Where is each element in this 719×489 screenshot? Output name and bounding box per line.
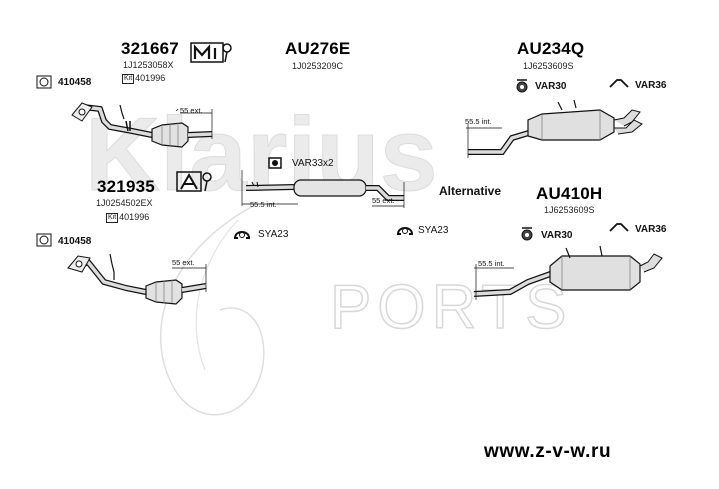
dimension-label: 55 ext.	[180, 106, 203, 115]
mi-logo-icon	[190, 42, 232, 63]
rear-silencer-2	[473, 245, 663, 300]
watermark-brand: Klarius	[85, 97, 438, 213]
gasket-icon	[36, 75, 52, 89]
website-url: www.z-v-w.ru	[484, 441, 612, 462]
gasket-icon	[36, 233, 52, 247]
rubber-mount-label: VAR30	[541, 230, 573, 241]
gasket-label: 410458	[58, 236, 92, 247]
clamp-fitting-icon	[268, 157, 282, 169]
part-code-au410h: AU410H	[536, 184, 603, 203]
front-pipe-catalyst-1	[71, 102, 213, 148]
dimension-label: 55.5 int.	[250, 200, 277, 209]
rear-silencer-1	[466, 99, 643, 158]
hanger-label: VAR36	[635, 224, 667, 235]
oem-number: 1J1253058X	[123, 60, 174, 70]
dimension-label: 55 ext.	[372, 196, 395, 205]
part-code-321935: 321935	[97, 177, 155, 196]
dimension-label: 55.5 int.	[478, 259, 505, 268]
dimension-label: 55.5 int.	[465, 117, 492, 126]
clamp-icon	[397, 227, 413, 235]
kit-icon: Kit	[106, 213, 119, 223]
middle-pipe-silencer	[241, 170, 405, 208]
clamp-label: SYA23	[418, 225, 449, 236]
part-code-au276e: AU276E	[285, 39, 351, 58]
rubber-mount-icon	[516, 79, 528, 93]
fitting-label: VAR33x2	[292, 158, 334, 169]
watermark-swoosh	[160, 204, 265, 416]
front-pipe-catalyst-2	[67, 253, 207, 305]
a-logo-icon	[176, 171, 212, 192]
hanger-icon	[609, 223, 629, 232]
alternative-label: Alternative	[439, 184, 502, 198]
clamp-icon	[234, 231, 250, 239]
clamp-label: SYA23	[258, 229, 289, 240]
oem-number: 1J0253209C	[292, 61, 344, 71]
oem-number: 1J6253609S	[544, 205, 595, 215]
part-code-au234q: AU234Q	[517, 39, 585, 58]
dimension-label: 55 ext.	[172, 258, 195, 267]
gasket-label: 410458	[58, 77, 92, 88]
kit-icon: Kit	[122, 74, 135, 84]
hanger-icon	[609, 79, 629, 88]
rubber-mount-label: VAR30	[535, 81, 567, 92]
oem-number: 1J0254502EX	[96, 198, 153, 208]
hanger-label: VAR36	[635, 80, 667, 91]
part-code-321667: 321667	[121, 39, 179, 58]
oem-number: 1J6253609S	[523, 61, 574, 71]
rubber-mount-icon	[521, 227, 533, 241]
